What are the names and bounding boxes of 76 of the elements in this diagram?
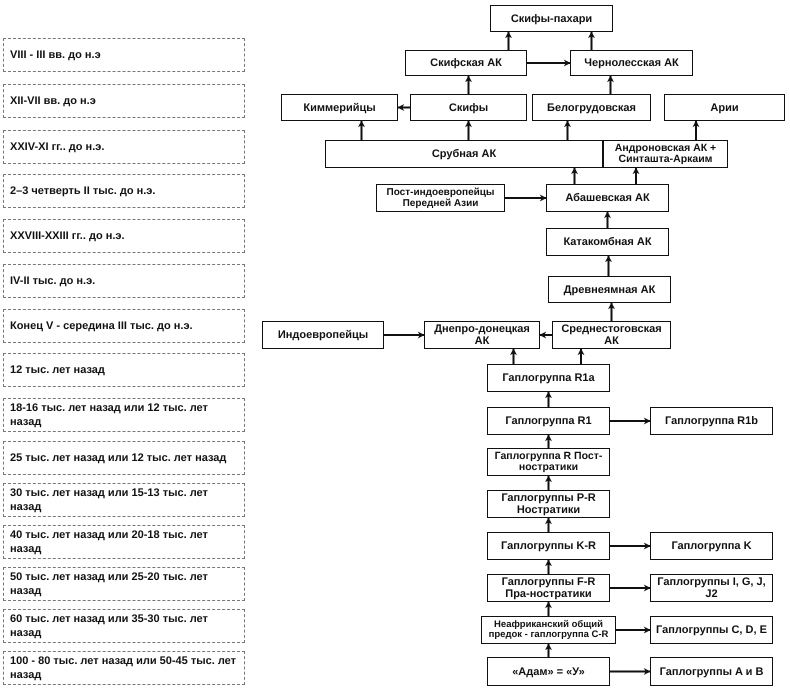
period-label: Конец V - середина III тыс. до н.э. <box>3 309 245 343</box>
culture-box: «Адам» = «У» <box>487 657 610 686</box>
period-label: 30 тыс. лет назад или 15-13 тыс. лет назад <box>3 483 245 517</box>
culture-box: Гаплогруппа K <box>650 532 773 560</box>
arrow <box>692 120 700 140</box>
period-label: XXVIII-XXIII гг.. до н.э. <box>3 219 245 253</box>
period-label: 18-16 тыс. лет назад или 12 тыс. лет назад <box>3 398 245 432</box>
culture-box: Белогрудовская <box>532 94 651 121</box>
arrow <box>578 348 584 364</box>
arrow <box>610 418 651 424</box>
culture-box: Среднестоговская АК <box>552 321 671 349</box>
culture-box: Гаплогруппы A и B <box>650 657 773 686</box>
period-label: IV-II тыс. до н.э. <box>3 264 245 298</box>
arrow <box>510 348 517 364</box>
arrow <box>358 120 365 140</box>
period-label: 2–3 четверть II тыс. до н.э. <box>3 174 245 208</box>
arrow <box>545 517 552 532</box>
culture-box: Гаплогруппы P-R Ностратики <box>487 490 610 518</box>
period-label: 40 тыс. лет назад или 20-18 тыс. лет назад <box>3 525 245 559</box>
arrow <box>545 643 552 657</box>
arrow <box>397 104 410 111</box>
culture-box: Гаплогруппа R1 <box>487 407 610 435</box>
culture-box: Неафриканский общий предок - гаплогруппа C-R <box>481 616 616 644</box>
culture-box: Катакомбная АК <box>546 228 669 256</box>
arrow <box>384 332 425 338</box>
culture-box: Гаплогруппы F-R Пра-ностратики <box>487 574 610 602</box>
period-label: 60 тыс. лет назад или 35-30 тыс. лет назад <box>3 609 245 643</box>
culture-box: Гаплогруппы C, D, E <box>650 616 773 644</box>
period-label: XII-VII вв. до н.э <box>3 84 245 118</box>
arrow <box>632 167 640 184</box>
culture-box: Гаплогруппа R1b <box>650 407 773 435</box>
arrow <box>465 120 472 140</box>
arrow <box>610 668 651 675</box>
culture-box: Днепро-донецкая АК <box>424 321 540 349</box>
culture-box: Гаплогруппы K-R <box>487 532 610 560</box>
arrow <box>545 559 552 574</box>
culture-box: Чернолесская АК <box>570 50 693 76</box>
period-label: 25 тыс. лет назад или 12 тыс. лет назад <box>3 441 245 475</box>
culture-box: Гаплогруппа R1a <box>487 364 610 392</box>
culture-box: Древнеямная АК <box>548 276 671 303</box>
culture-box: Срубная АК <box>325 140 603 168</box>
arrow <box>527 60 571 66</box>
culture-box: Скифы-пахари <box>490 5 613 32</box>
arrow <box>545 434 552 448</box>
period-label: XXIV-XI гг.. до н.э. <box>3 130 245 164</box>
culture-box: Гаплогруппа R Пост-ностратики <box>487 448 610 476</box>
arrow <box>465 75 472 94</box>
arrow <box>605 255 612 276</box>
culture-box: Гаплогруппы I, G, J, J2 <box>650 574 773 602</box>
arrow <box>608 302 615 321</box>
arrow <box>564 120 571 140</box>
arrow <box>545 475 552 490</box>
arrow <box>610 584 651 592</box>
culture-box: Киммерийцы <box>281 94 398 121</box>
period-label: 12 тыс. лет назад <box>3 353 245 387</box>
culture-box: Скифы <box>410 94 527 121</box>
arrow <box>571 167 578 184</box>
arrow <box>604 211 611 228</box>
arrow <box>616 626 651 634</box>
culture-box: Андроновская АК + Синташта-Аркаим <box>603 140 728 168</box>
culture-box: Индоевропейцы <box>262 321 384 349</box>
period-label: 100 - 80 тыс. лет назад или 50-45 тыс. лет назад <box>3 651 245 685</box>
arrow <box>607 75 614 94</box>
culture-box: Скифская АК <box>405 50 527 76</box>
arrow <box>545 601 552 616</box>
arrow <box>588 31 595 50</box>
arrow <box>505 31 512 50</box>
arrow <box>505 194 547 202</box>
arrow <box>610 542 651 550</box>
period-label: VIII - III вв. до н.э <box>3 38 245 72</box>
arrow <box>545 391 552 407</box>
culture-box: Абашевская АК <box>546 184 669 212</box>
period-label: 50 тыс. лет назад или 25-20 тыс. лет назад <box>3 567 245 601</box>
arrow <box>539 332 552 338</box>
culture-box: Пост-индоевропейцы Передней Азии <box>376 184 505 212</box>
culture-box: Арии <box>664 94 785 121</box>
